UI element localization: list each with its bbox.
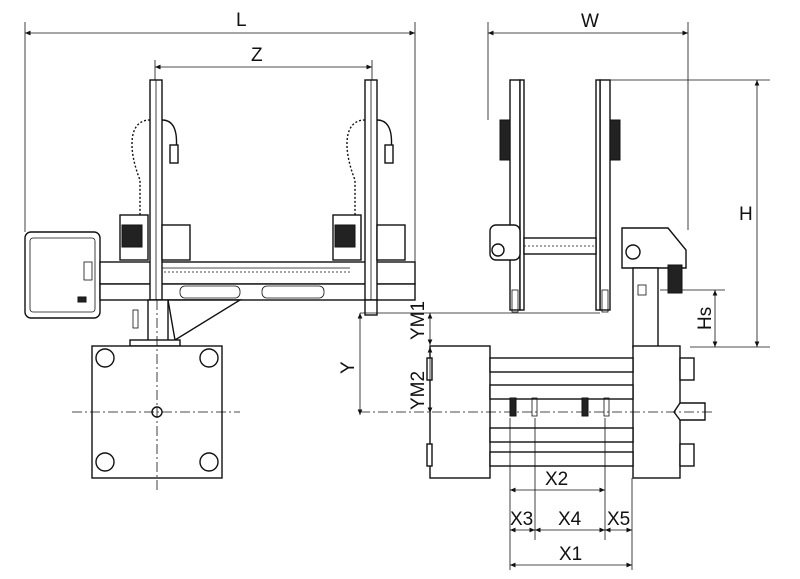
control-cabinet [24, 231, 101, 319]
label-x2: X2 [545, 469, 568, 490]
label-x4: X4 [558, 509, 582, 530]
label-ym2: YM2 [408, 371, 429, 410]
x-dimensions [509, 418, 633, 570]
label-x5: X5 [607, 509, 630, 530]
label-z: Z [251, 45, 263, 66]
front-view [24, 22, 416, 490]
label-w: W [581, 11, 599, 32]
label-hs: Hs [695, 307, 716, 330]
label-ym1: YM1 [408, 301, 429, 340]
label-x1: X1 [559, 544, 582, 565]
label-y: Y [338, 361, 359, 374]
label-x3: X3 [510, 509, 533, 530]
label-l: L [236, 10, 247, 31]
label-h: H [739, 204, 753, 225]
